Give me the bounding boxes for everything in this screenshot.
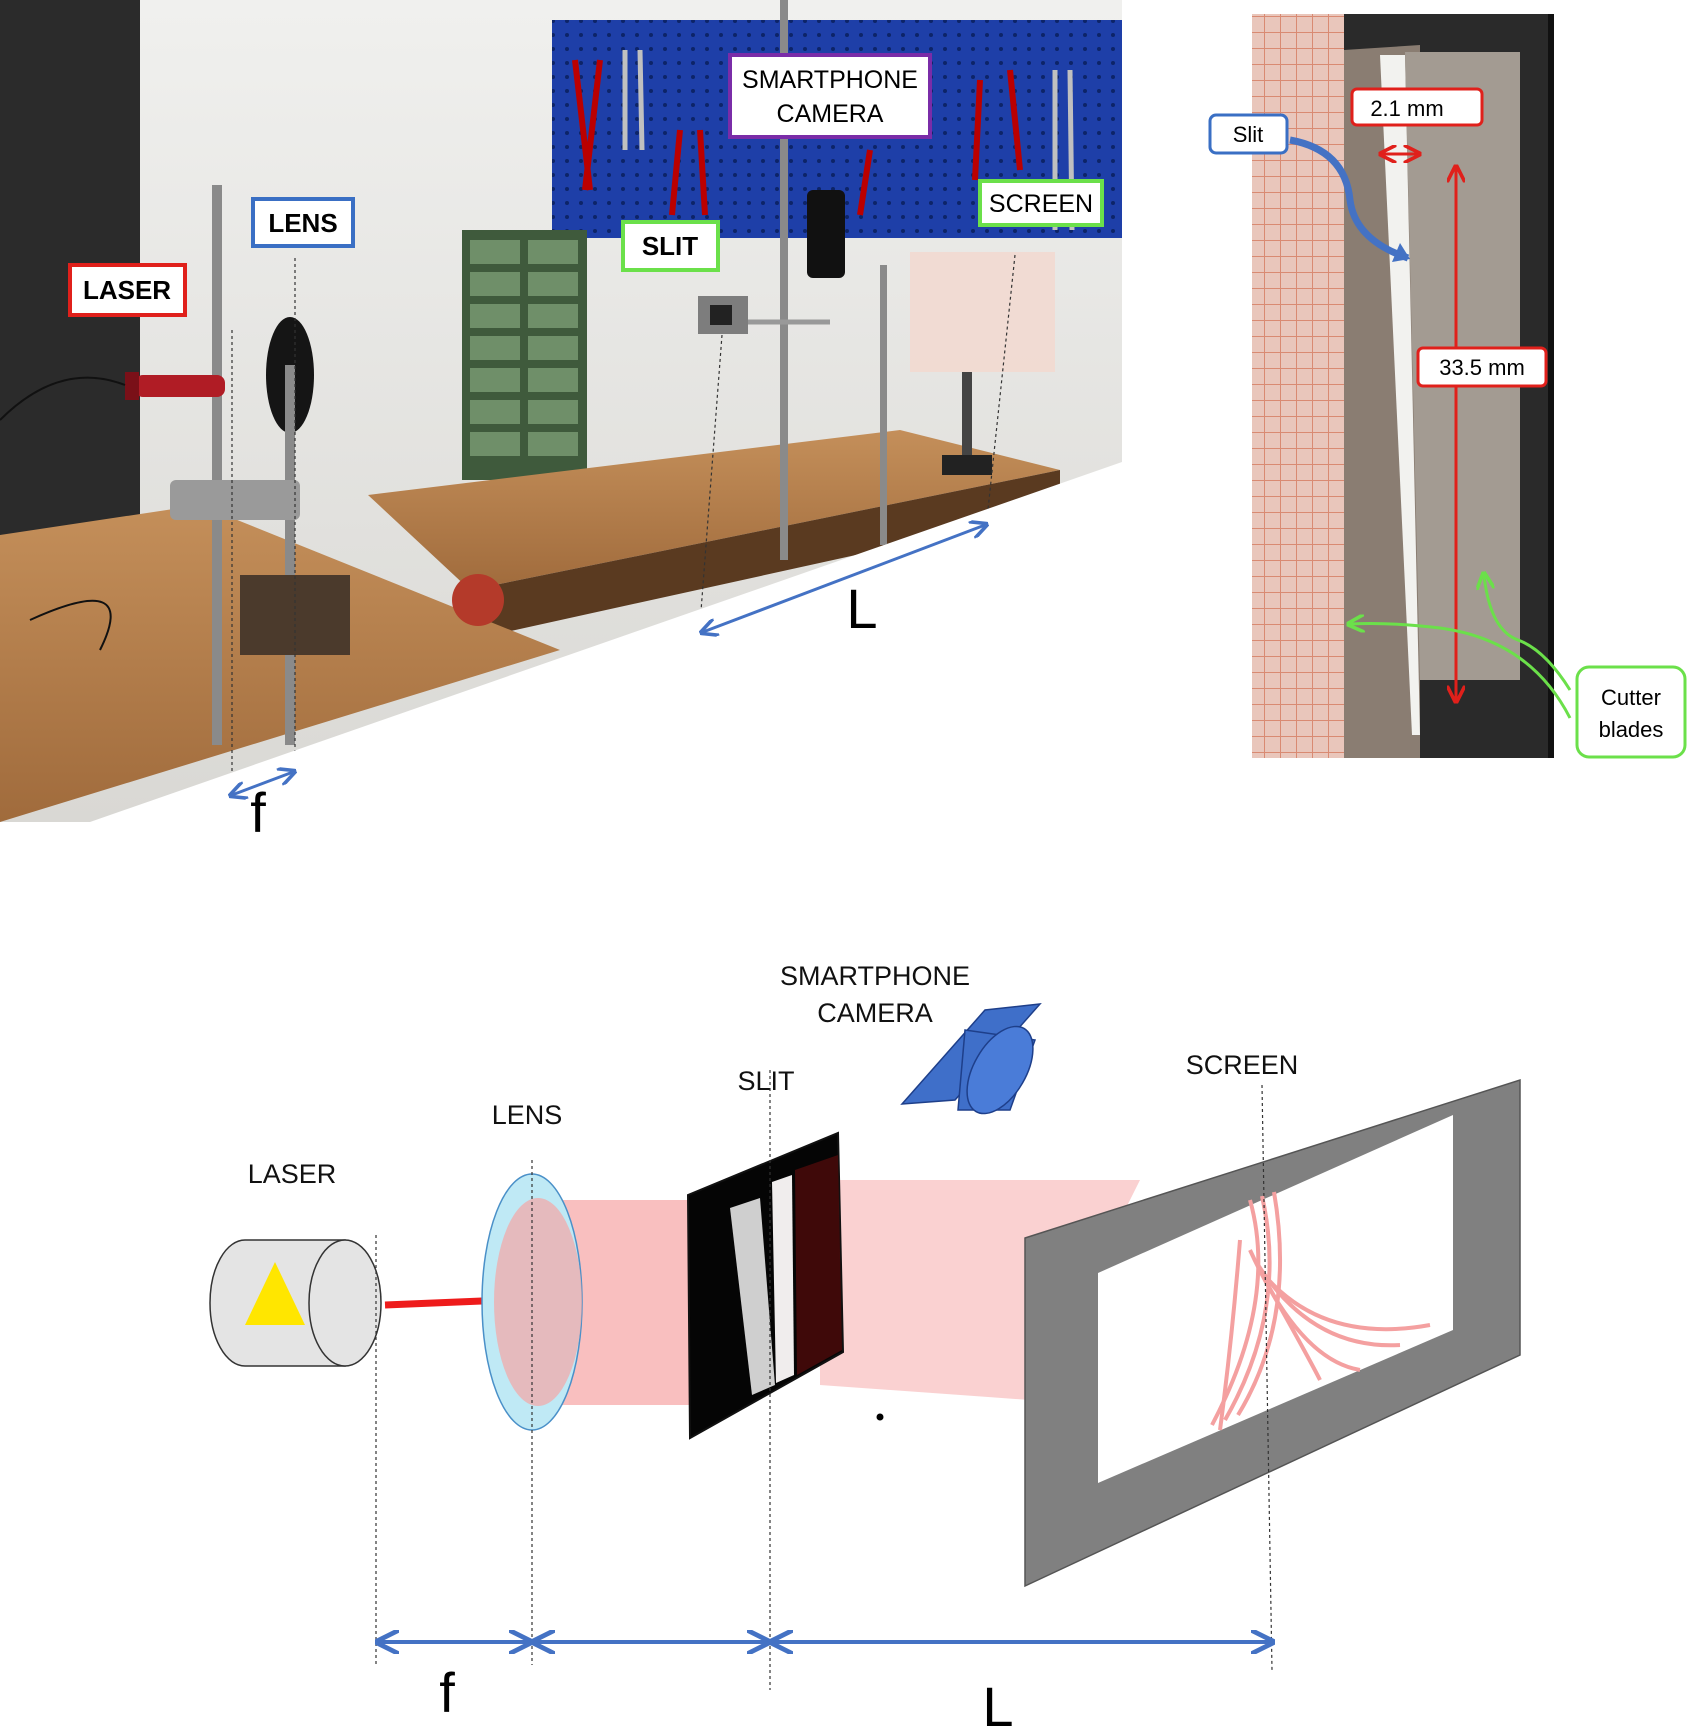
smartphone xyxy=(807,190,845,278)
svg-text:2.1 mm: 2.1 mm xyxy=(1370,96,1443,121)
pegboard-tools xyxy=(572,59,1023,216)
width-label: 2.1 mm xyxy=(1350,87,1484,127)
diagram-f-label: f xyxy=(439,1661,455,1724)
photo-L-label: L xyxy=(846,577,877,640)
svg-text:Slit: Slit xyxy=(1233,122,1264,147)
diagram-lens-label: LENS xyxy=(492,1100,563,1130)
diagram-laser-label: LASER xyxy=(248,1159,337,1189)
warning-triangle-icon xyxy=(245,1262,305,1325)
svg-text:SMARTPHONE: SMARTPHONE xyxy=(742,66,918,94)
lab-photo: f L LASER LENS SLIT SMARTPHONE CAMERA SC… xyxy=(0,0,1122,844)
front-table xyxy=(0,505,560,822)
diagram-L-label: L xyxy=(982,1675,1013,1728)
slit-pointer xyxy=(1289,136,1410,262)
photo-f-label: f xyxy=(250,781,266,844)
length-label: 33.5 mm xyxy=(1416,346,1548,388)
camera-schematic xyxy=(900,1003,1042,1115)
svg-text:blades: blades xyxy=(1599,717,1664,742)
slit-closeup: 2.1 mm 33.5 mm Slit Cutter blades xyxy=(1208,14,1687,759)
photo-smartphone-label: SMARTPHONE CAMERA xyxy=(728,53,932,139)
photo-laser-label: LASER xyxy=(68,263,187,317)
setup-schematic: LASER LENS SLIT SMARTPHONE CAMERA SCREEN… xyxy=(209,961,1521,1728)
cutter-pointer-right xyxy=(1484,575,1572,691)
slit-schematic xyxy=(686,1131,845,1440)
cutter-pointer-left xyxy=(1350,624,1572,719)
laser-schematic xyxy=(209,1239,382,1367)
diagram-smartphone-label-1: SMARTPHONE xyxy=(780,961,970,991)
photo-lens-label: LENS xyxy=(251,197,355,248)
photo-slit-label: SLIT xyxy=(621,220,720,272)
svg-text:LENS: LENS xyxy=(268,208,337,238)
diagram-smartphone-label-2: CAMERA xyxy=(817,998,933,1028)
photo-f-arrow xyxy=(232,772,293,795)
cutter-blades-label: Cutter blades xyxy=(1575,665,1687,759)
laser-device xyxy=(135,375,225,397)
svg-text:Cutter: Cutter xyxy=(1601,685,1661,710)
diagram-screen-label: SCREEN xyxy=(1186,1050,1299,1080)
svg-text:33.5 mm: 33.5 mm xyxy=(1439,355,1525,380)
svg-text:LASER: LASER xyxy=(83,275,171,305)
screen-paper xyxy=(910,252,1055,372)
camera-rod xyxy=(780,0,788,560)
diffraction-fringes xyxy=(1210,1191,1431,1431)
diagram-slit-label: SLIT xyxy=(737,1066,794,1096)
laser-beam xyxy=(384,1297,483,1309)
stand-rod xyxy=(212,185,222,745)
reference-lines xyxy=(375,1070,1273,1690)
screen-schematic xyxy=(1024,1078,1521,1588)
photo-screen-label: SCREEN xyxy=(978,179,1104,227)
slit-gap xyxy=(1380,55,1420,735)
slit-callout-label: Slit xyxy=(1208,113,1289,155)
lens-schematic xyxy=(481,1173,583,1431)
photo-L-arrow xyxy=(703,525,985,632)
svg-text:SLIT: SLIT xyxy=(642,231,698,261)
svg-text:CAMERA: CAMERA xyxy=(777,100,884,128)
svg-text:SCREEN: SCREEN xyxy=(989,190,1093,218)
